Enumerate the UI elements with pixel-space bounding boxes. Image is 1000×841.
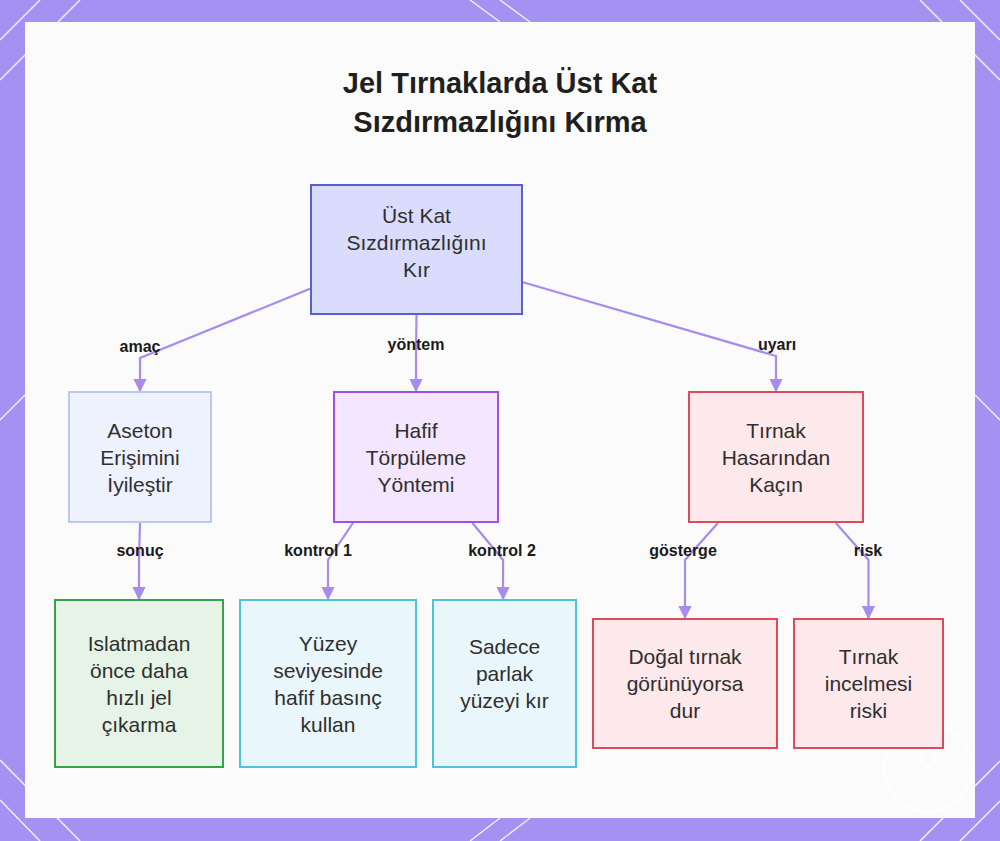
process-box: Aseton Erişimini İyileştir (68, 391, 212, 523)
edge-label: gösterge (649, 541, 717, 561)
connector (685, 523, 718, 618)
connector (140, 289, 310, 391)
connector (328, 523, 353, 599)
process-box: Islatmadan önce daha hızlı jel çıkarma (54, 599, 224, 768)
node-text: Aseton Erişimini İyileştir (84, 417, 196, 498)
process-box: Üst Kat Sızdırmazlığını Kır (310, 184, 523, 315)
node-text: Yüzey seviyesinde hafif basınç kullan (273, 630, 383, 738)
edge-label: sonuç (116, 541, 163, 561)
process-box: Tırnak Hasarından Kaçın (688, 391, 864, 523)
node-text: Tırnak Hasarından Kaçın (716, 417, 836, 498)
node-text: Doğal tırnak görünüyorsa dur (618, 643, 752, 724)
process-box: Tırnak incelmesi riski (793, 618, 944, 749)
edge-label: risk (854, 541, 882, 561)
edge-label: kontrol 1 (284, 541, 352, 561)
connector (523, 282, 776, 391)
process-box: Doğal tırnak görünüyorsa dur (592, 618, 778, 749)
process-box: Sadece parlak yüzeyi kır (432, 599, 577, 768)
panel-overlay (25, 22, 975, 818)
node-text: Hafif Törpüleme Yöntemi (363, 417, 469, 498)
connector (836, 523, 869, 618)
node-text: Islatmadan önce daha hızlı jel çıkarma (82, 630, 196, 738)
process-box: Hafif Törpüleme Yöntemi (333, 391, 499, 523)
diagram-title: Jel Tırnaklarda Üst Kat Sızdırmazlığını … (290, 64, 710, 142)
process-box: Yüzey seviyesinde hafif basınç kullan (239, 599, 417, 768)
edge-label: amaç (120, 337, 161, 357)
edge-label: yöntem (388, 335, 445, 355)
node-text: Üst Kat Sızdırmazlığını Kır (346, 202, 486, 283)
node-text: Sadece parlak yüzeyi kır (450, 633, 559, 714)
edge-label: kontrol 2 (468, 541, 536, 561)
connector (139, 523, 140, 599)
panel (25, 22, 975, 818)
edge-label: uyarı (758, 335, 796, 355)
connector (472, 523, 503, 599)
node-text: Tırnak incelmesi riski (819, 643, 918, 724)
